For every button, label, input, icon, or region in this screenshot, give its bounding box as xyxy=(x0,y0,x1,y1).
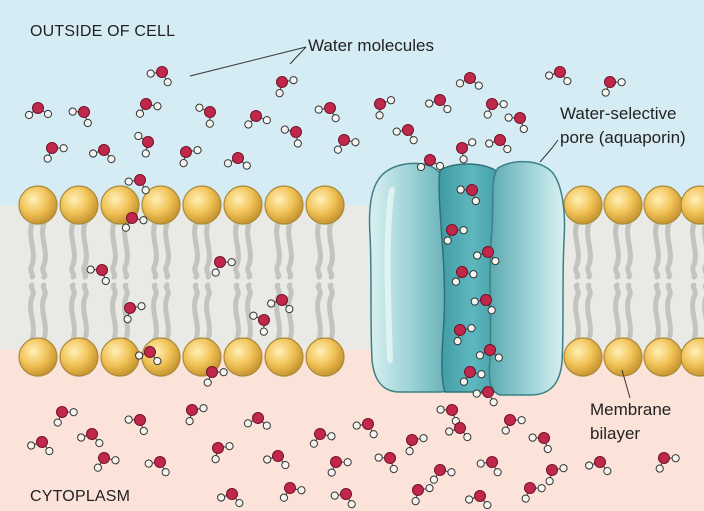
lipid-tail-lower xyxy=(31,285,34,339)
lipid-tail-lower xyxy=(318,285,321,339)
hydrogen-atom xyxy=(25,111,32,118)
lipid-tail-upper xyxy=(656,223,659,277)
lipid-tail-lower xyxy=(588,285,591,339)
lipid-tail-upper xyxy=(236,223,239,277)
lipid-head-top xyxy=(306,186,344,224)
pore-label-line2: pore (aquaporin) xyxy=(560,128,686,148)
lipid-head-bottom xyxy=(306,338,344,376)
lipid-head-bottom xyxy=(265,338,303,376)
lipid-tail-upper xyxy=(693,223,696,277)
lipid-head-top xyxy=(265,186,303,224)
lipid-tail-upper xyxy=(277,223,280,277)
lipid-tail-upper xyxy=(207,223,210,277)
lipid-tail-lower xyxy=(84,285,87,339)
lipid-tail-upper xyxy=(31,223,34,277)
lipid-tail-upper xyxy=(588,223,591,277)
pore-label-line1: Water-selective xyxy=(560,104,677,124)
lipid-tail-lower xyxy=(277,285,280,339)
oxygen-atom xyxy=(425,155,436,166)
lipid-tail-upper xyxy=(318,223,321,277)
lipid-tail-lower xyxy=(628,285,631,339)
lipid-head-top xyxy=(19,186,57,224)
lipid-head-top xyxy=(644,186,682,224)
lipid-tail-upper xyxy=(668,223,671,277)
lipid-tail-lower xyxy=(330,285,333,339)
lipid-tail-lower xyxy=(576,285,579,339)
lipid-tail-lower xyxy=(248,285,251,339)
lipid-tail-upper xyxy=(154,223,157,277)
lipid-head-bottom xyxy=(60,338,98,376)
lipid-tail-lower xyxy=(113,285,116,339)
membrane-label-line2: bilayer xyxy=(590,424,640,444)
outside-of-cell-label: OUTSIDE OF CELL xyxy=(30,22,175,42)
lipid-tail-lower xyxy=(616,285,619,339)
hydrogen-atom xyxy=(436,162,443,169)
aquaporin-pore xyxy=(370,162,565,395)
lipid-tail-lower xyxy=(72,285,75,339)
lipid-head-top xyxy=(60,186,98,224)
lipid-tail-upper xyxy=(628,223,631,277)
lipid-tail-upper xyxy=(289,223,292,277)
lipid-head-top xyxy=(183,186,221,224)
lipid-tail-lower xyxy=(166,285,169,339)
lipid-head-bottom xyxy=(101,338,139,376)
cytoplasm-label: CYTOPLASM xyxy=(30,487,130,507)
lipid-tail-upper xyxy=(576,223,579,277)
lipid-tail-upper xyxy=(616,223,619,277)
lipid-head-top xyxy=(224,186,262,224)
water-molecules-label: Water molecules xyxy=(308,36,434,56)
lipid-tail-lower xyxy=(195,285,198,339)
oxygen-atom xyxy=(33,103,44,114)
lipid-head-bottom xyxy=(19,338,57,376)
lipid-head-bottom xyxy=(224,338,262,376)
lipid-head-top xyxy=(564,186,602,224)
lipid-tail-lower xyxy=(207,285,210,339)
lipid-tail-upper xyxy=(195,223,198,277)
lipid-tail-upper xyxy=(113,223,116,277)
lipid-head-bottom xyxy=(604,338,642,376)
lipid-head-top xyxy=(604,186,642,224)
lipid-tail-upper xyxy=(248,223,251,277)
lipid-tail-lower xyxy=(154,285,157,339)
lipid-tail-upper xyxy=(166,223,169,277)
membrane-label-line1: Membrane xyxy=(590,400,671,420)
lipid-tail-upper xyxy=(43,223,46,277)
lipid-head-bottom xyxy=(564,338,602,376)
lipid-tail-lower xyxy=(693,285,696,339)
lipid-tail-upper xyxy=(84,223,87,277)
hydrogen-atom xyxy=(44,110,51,117)
lipid-tail-upper xyxy=(330,223,333,277)
lipid-head-bottom xyxy=(644,338,682,376)
lipid-tail-upper xyxy=(72,223,75,277)
lipid-tail-lower xyxy=(43,285,46,339)
lipid-tail-lower xyxy=(668,285,671,339)
hydrogen-atom xyxy=(417,163,424,170)
lipid-tail-lower xyxy=(236,285,239,339)
lipid-tail-lower xyxy=(656,285,659,339)
